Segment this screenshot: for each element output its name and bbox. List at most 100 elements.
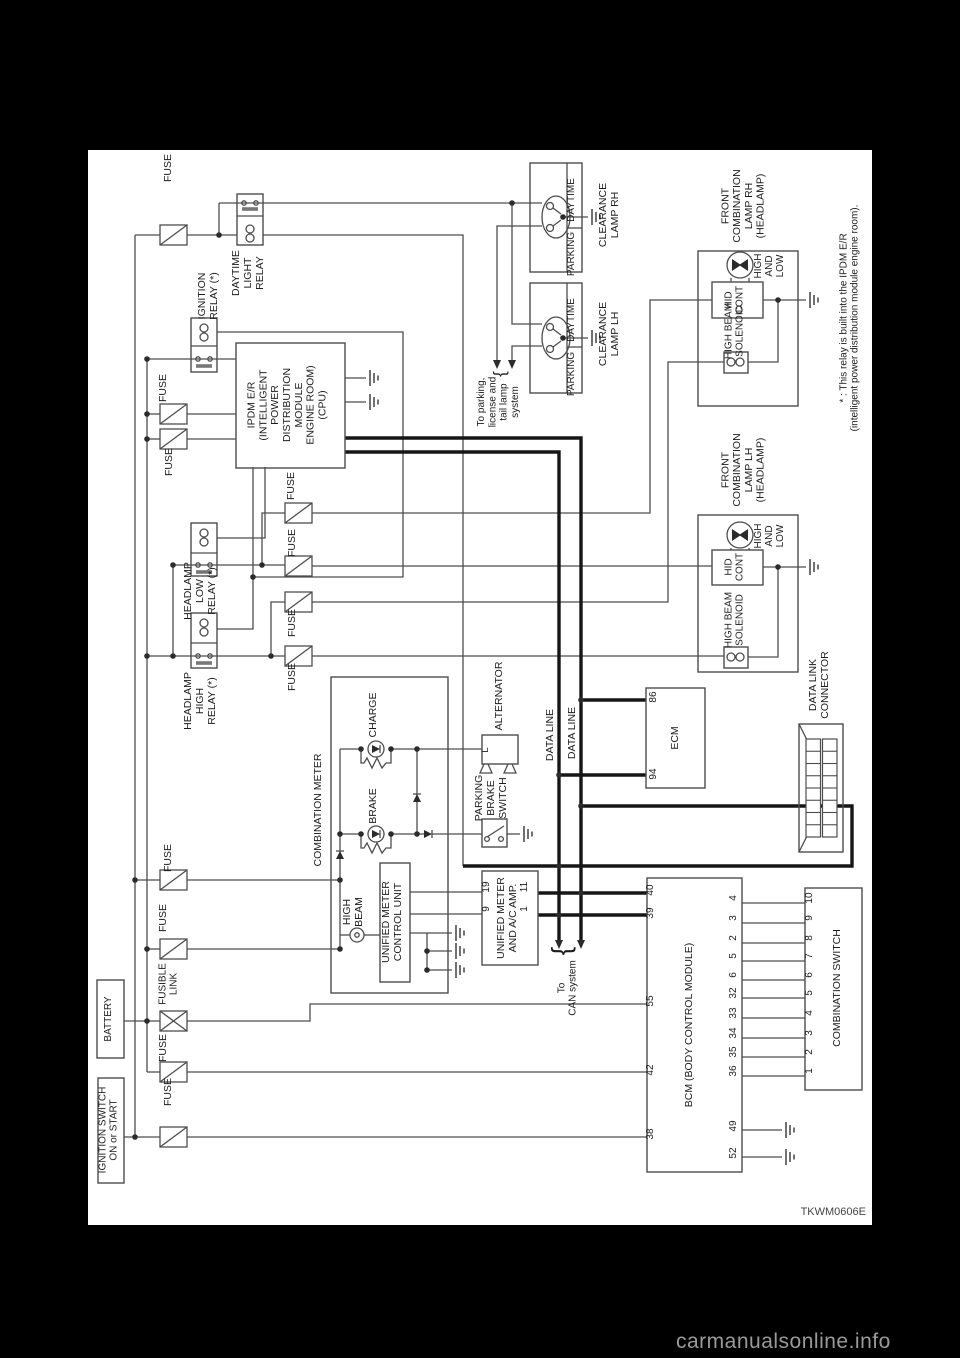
diagram-label: ALTERNATOR xyxy=(493,661,505,730)
diagram-label: HEADLAMP xyxy=(182,562,194,620)
component-symbol-circle xyxy=(545,344,555,354)
junction-dot xyxy=(556,772,562,778)
component-symbol-circle xyxy=(545,322,555,332)
diagram-label: COMBINATION xyxy=(731,433,743,506)
diode-icon xyxy=(732,259,741,271)
diagram-label: IPDM E/R xyxy=(246,381,258,428)
diagram-label: COMBINATION SWITCH xyxy=(831,929,843,1047)
junction-dot xyxy=(170,653,176,659)
box-clearance-lamp-rh xyxy=(529,162,583,273)
junction-dot xyxy=(578,890,584,896)
diode-icon xyxy=(413,794,421,802)
diagram-label: tail lamp xyxy=(499,383,510,421)
fuse-diagonal xyxy=(159,1061,188,1083)
diagram-label: LAMP RH xyxy=(609,192,621,239)
diagram-label: FRONT xyxy=(719,187,731,224)
diagram-label: UNIFIED METER xyxy=(380,881,392,963)
component-symbol-circle xyxy=(483,835,491,843)
diagram-label: 86 xyxy=(648,691,659,703)
fuse-diagonal xyxy=(159,1126,188,1148)
box-relay-headlamp-high xyxy=(190,612,218,669)
diagram-label: AND xyxy=(764,255,775,276)
box-high-beam-solenoid-lh xyxy=(723,646,749,669)
diagram-label: FUSE xyxy=(162,844,174,872)
diagram-label: UNIFIED METER xyxy=(495,877,507,959)
box-ignition-switch xyxy=(97,1077,125,1184)
fuse-diagonal xyxy=(159,428,188,450)
fuse-diagonal xyxy=(159,938,188,960)
junction-dot xyxy=(560,214,566,220)
diode-icon xyxy=(732,529,741,541)
diagram-label: DAYTIME xyxy=(566,298,577,342)
wire xyxy=(748,567,779,658)
diagram-label: 9 xyxy=(804,915,815,921)
junction-dot xyxy=(775,297,781,303)
diagram-label: AND A/C AMP. xyxy=(507,884,519,953)
diagram-label: system xyxy=(510,386,521,418)
diagram-label: FUSE xyxy=(157,1034,169,1062)
junction-dot xyxy=(388,746,394,752)
diagram-label: IGNITION xyxy=(196,273,208,320)
diagram-label: ON or START xyxy=(109,1099,120,1160)
wire xyxy=(552,340,562,348)
diagram-label: L xyxy=(480,747,491,752)
diagram-label: 5 xyxy=(728,953,739,959)
diagram-label: HIGH xyxy=(753,524,764,549)
diagram-label: 33 xyxy=(728,1007,739,1019)
wire xyxy=(312,361,724,603)
diode-icon xyxy=(739,259,748,271)
junction-dot xyxy=(144,356,150,362)
diagram-label: { xyxy=(490,371,509,377)
junction-dot xyxy=(337,877,343,883)
diode-icon xyxy=(372,830,380,838)
diagram-label: MODULE xyxy=(293,383,305,428)
diagram-label: 2 xyxy=(728,935,739,941)
diagram-label: LAMP LH xyxy=(609,312,621,357)
wire xyxy=(496,225,542,360)
fuse-diagonal xyxy=(159,224,188,246)
wire xyxy=(552,207,562,215)
diagram-code: TKWM0606E xyxy=(800,1206,866,1218)
diagram-label: * : This relay is built into the IPDM E/… xyxy=(838,233,849,402)
box-unified-meter-control-unit xyxy=(379,862,411,983)
junction-dot xyxy=(250,574,256,580)
diagram-label: 42 xyxy=(645,1064,656,1076)
junction-dot xyxy=(259,562,265,568)
junction-dot xyxy=(556,863,562,869)
diagram-label: (HEADLAMP) xyxy=(755,438,767,503)
wire xyxy=(798,723,808,741)
diagram-label: DATA LINE xyxy=(544,709,556,761)
component-symbol-circle xyxy=(245,233,255,243)
component-symbol-circle xyxy=(367,740,385,758)
diode-icon xyxy=(372,745,380,753)
junction-dot xyxy=(144,1018,150,1024)
diagram-label: FUSIBLE xyxy=(157,963,168,1005)
diagram-label: (CPU) xyxy=(316,390,328,419)
junction-dot xyxy=(216,232,222,238)
diagram-label: RELAY (*) xyxy=(208,272,220,319)
diode-icon xyxy=(739,529,748,541)
fuse-diagonal xyxy=(159,403,188,425)
diagram-label: HIGH BEAM xyxy=(723,592,734,648)
diagram-label: 2 xyxy=(804,1049,815,1055)
diagram-label: 34 xyxy=(728,1027,739,1039)
fuse-diagonal xyxy=(284,645,313,667)
component-symbol-circle xyxy=(195,562,201,568)
diagram-label: HID xyxy=(723,291,734,308)
diagram-label: PARKING xyxy=(566,232,577,276)
box-hid-cont-lh xyxy=(711,549,764,586)
box-front-combination-lamp-lh xyxy=(697,514,799,673)
diagram-label: BATTERY xyxy=(103,996,114,1042)
junction-dot xyxy=(414,746,420,752)
diagram-label: BEAM xyxy=(353,897,365,927)
component-symbol-circle xyxy=(726,652,736,662)
diagram-label: FUSE xyxy=(162,154,174,182)
diagram-label: HEADLAMP xyxy=(182,672,194,730)
component-symbol-circle xyxy=(199,323,209,333)
junction-dot xyxy=(556,912,562,918)
diagram-label: AND xyxy=(764,525,775,546)
box-clearance-lamp-lh xyxy=(529,282,583,394)
junction-dot xyxy=(578,697,584,703)
diagram-label: 35 xyxy=(728,1046,739,1058)
diagram-label: HID xyxy=(723,558,734,575)
